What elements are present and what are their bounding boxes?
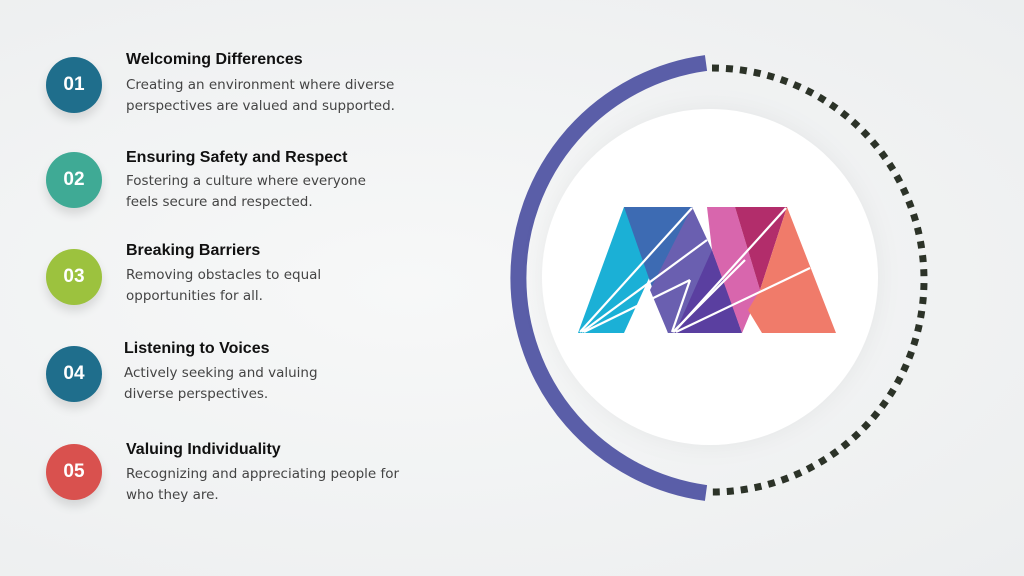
item-title: Listening to Voices (124, 340, 270, 357)
progress-arc (510, 55, 708, 501)
dashed-arc (711, 64, 928, 496)
item-description: Removing obstacles to equal opportunitie… (126, 267, 322, 304)
item-description: Actively seeking and valuing diverse per… (124, 365, 318, 402)
number-badge: 05 (46, 444, 102, 500)
item-title: Valuing Individuality (126, 441, 281, 458)
number-badge: 02 (46, 152, 102, 208)
list-item: 04 Listening to Voices Actively seeking … (46, 340, 446, 426)
number-badge: 04 (46, 346, 102, 402)
list-item: 02 Ensuring Safety and Respect Fostering… (46, 149, 446, 232)
item-description: Recognizing and appreciating people for … (126, 466, 400, 503)
list-item: 03 Breaking Barriers Removing obstacles … (46, 242, 446, 329)
logo-icon (578, 207, 836, 333)
number-badge: 01 (46, 57, 102, 113)
item-description: Fostering a culture where everyone feels… (126, 173, 366, 210)
number-badge: 03 (46, 249, 102, 305)
list-item: 05 Valuing Individuality Recognizing and… (46, 441, 446, 524)
list-item: 01 Welcoming Differences Creating an env… (46, 51, 446, 137)
item-title: Welcoming Differences (126, 51, 303, 68)
item-title: Breaking Barriers (126, 242, 261, 259)
item-description: Creating an environment where diverse pe… (126, 77, 395, 114)
item-title: Ensuring Safety and Respect (126, 149, 348, 166)
